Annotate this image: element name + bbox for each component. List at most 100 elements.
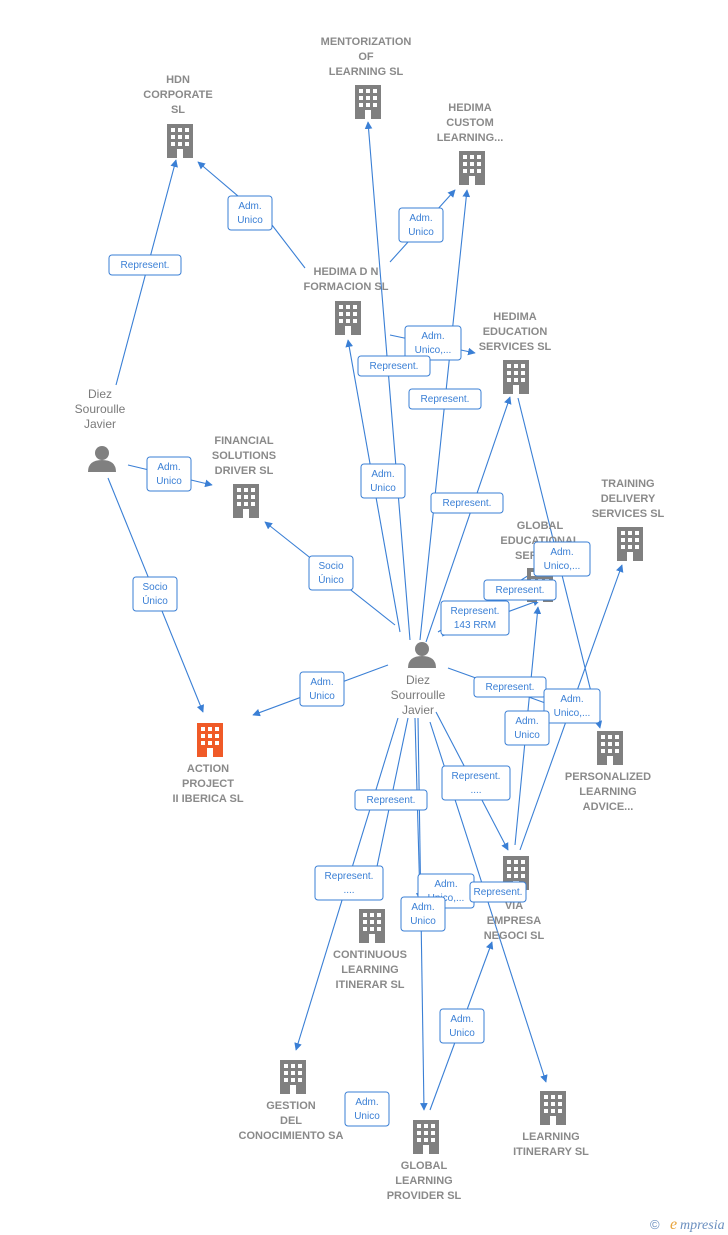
edge-label-e-global-rep143[interactable]: Represent. 143 RRM	[440, 600, 510, 636]
edge-label-e-edu-rep2[interactable]: Represent.	[430, 492, 504, 514]
edge-label-e-dn-rep[interactable]: Represent.	[357, 355, 431, 377]
edge-label-box	[469, 881, 527, 903]
edge-label-e-hdn-rep[interactable]: Represent.	[108, 254, 182, 276]
node-label-line: LEARNING	[522, 1131, 579, 1143]
edge-label-text: Adm.	[434, 879, 457, 890]
node-label-line: LEARNING	[395, 1175, 452, 1187]
node-label-line: FORMACION SL	[304, 281, 389, 293]
edge-label-text: Adm.	[238, 201, 261, 212]
node-personalized[interactable]: PERSONALIZEDLEARNINGADVICE...	[565, 731, 651, 813]
node-label-line: GESTION	[266, 1100, 316, 1112]
node-label-line: II IBERICA SL	[172, 793, 243, 805]
edge-label-text: Unico	[354, 1111, 380, 1122]
edge-label-box	[308, 555, 354, 591]
edge-label-box	[108, 254, 182, 276]
node-label-line: PROVIDER SL	[387, 1190, 462, 1202]
edge-label-e-dn-adm2[interactable]: Adm.Unico	[360, 463, 406, 499]
node-label-line: Souroulle	[75, 402, 126, 416]
edge-label-e-fin-adm[interactable]: Adm.Unico	[146, 456, 192, 492]
edge-label-text: Adm.	[421, 331, 444, 342]
person-icon	[88, 446, 116, 472]
building-icon	[459, 151, 485, 185]
edge-label-text: Adm.	[409, 213, 432, 224]
edge-label-text: Unico,...	[415, 345, 452, 356]
node-mentorization[interactable]: MENTORIZATION OF LEARNING SL	[321, 36, 412, 119]
node-label-line: LEARNING SL	[329, 66, 404, 78]
building-icon	[617, 527, 643, 561]
edge-label-e-cont-rep[interactable]: Represent.	[354, 789, 428, 811]
node-label-line: ITINERAR SL	[335, 979, 404, 991]
edge-label-e-gl-adm2[interactable]: Adm.Unico	[344, 1091, 390, 1127]
edge-label-text: Unico	[408, 227, 434, 238]
building-icon	[167, 124, 193, 158]
edge-label-e-via-rep[interactable]: Represent.....	[441, 765, 511, 801]
edge-label-box	[439, 1008, 485, 1044]
edge-label-text: Unico	[370, 483, 396, 494]
edge-label-box	[360, 463, 406, 499]
edge-label-text: Unico	[237, 215, 263, 226]
node-label-line: FINANCIAL	[214, 435, 274, 447]
edge-label-box	[354, 789, 428, 811]
edge-label-e-edu-adm[interactable]: Adm. Unico,...	[404, 325, 462, 361]
edge-label-text: Represent.	[451, 606, 500, 617]
edge-label-text: 143 RRM	[454, 620, 496, 631]
edge-label-e-pers-rep[interactable]: Represent.	[473, 676, 547, 698]
node-label-line: Javier	[402, 703, 434, 717]
edge-line	[419, 189, 471, 641]
node-label-line: EMPRESA	[487, 915, 541, 927]
edge-label-e-gest-rep[interactable]: Represent.....	[314, 865, 384, 901]
node-label-line: Sourroulle	[391, 688, 446, 702]
node-label-line: CUSTOM	[446, 117, 493, 129]
edge-label-e-global-adm2[interactable]: Adm. Unico	[504, 710, 550, 746]
edge-label-box	[227, 195, 273, 231]
node-label-line: LEARNING...	[437, 132, 504, 144]
edge-label-e-cont-adm[interactable]: Adm.Unico	[400, 896, 446, 932]
edge-label-e-global-rep[interactable]: Represent.	[483, 579, 557, 601]
edge-label-e-global-adm[interactable]: Adm.Unico,...	[533, 541, 591, 577]
building-icon	[197, 723, 223, 757]
edge-label-text: Unico	[514, 730, 540, 741]
edge-label-box	[441, 765, 511, 801]
edge-label-box	[483, 579, 557, 601]
edge-label-text: Adm.	[515, 716, 538, 727]
node-label-line: MENTORIZATION	[321, 36, 412, 48]
edge-label-e-edu-rep[interactable]: Represent.	[408, 388, 482, 410]
building-icon	[413, 1120, 439, 1154]
node-label-line: CORPORATE	[143, 89, 212, 101]
edge-label-e-custom-adm[interactable]: Adm. Unico	[398, 207, 444, 243]
edge-label-e-action-adm[interactable]: Adm.Unico	[299, 671, 345, 707]
edge-label-box	[357, 355, 431, 377]
edge-label-e-gl-adm[interactable]: Adm.Unico	[439, 1008, 485, 1044]
edge-label-text: Adm.	[310, 677, 333, 688]
edge-label-e-via-rep2[interactable]: Represent.	[469, 881, 527, 903]
node-label-line: TRAINING	[601, 478, 654, 490]
node-hedima-custom[interactable]: HEDIMACUSTOMLEARNING...	[437, 102, 504, 185]
brand-initial: e	[670, 1216, 677, 1233]
edge-label-e-hdn-adm[interactable]: Adm. Unico	[227, 195, 273, 231]
edge-label-text: ....	[470, 785, 481, 796]
edge-label-text: Represent.	[452, 771, 501, 782]
node-label-line: PROJECT	[182, 778, 234, 790]
edge-label-e-pers-adm[interactable]: Adm.Unico,...	[543, 688, 601, 724]
edge-label-box	[404, 325, 462, 361]
node-label-line: OF	[358, 51, 374, 63]
brand-watermark: © e mpresia	[650, 1216, 725, 1233]
edge-label-box	[440, 600, 510, 636]
edge-label-text: Socio	[318, 561, 343, 572]
edge-label-text: Adm.	[560, 694, 583, 705]
